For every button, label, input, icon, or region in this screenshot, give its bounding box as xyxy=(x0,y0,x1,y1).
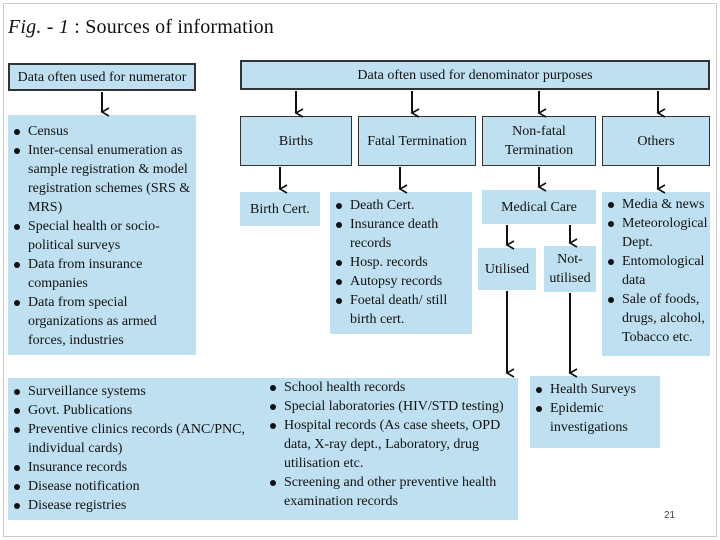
births-box: Births xyxy=(240,116,352,166)
list-item: Data from special organizations as armed… xyxy=(12,293,192,350)
list-item: Foetal death/ still birth cert. xyxy=(334,291,468,329)
list-item: Epidemic investigations xyxy=(534,399,656,437)
list-item: Media & news xyxy=(606,195,708,214)
nonfatal-termination-label: Non-fatal Termination xyxy=(504,124,574,158)
list-item: Entomological data xyxy=(606,252,708,290)
list-item: Inter-censal enumeration as sample regis… xyxy=(12,141,192,217)
list-item: Special laboratories (HIV/STD testing) xyxy=(268,397,512,416)
bottom-right-list: Health Surveys Epidemic investigations xyxy=(530,376,660,448)
numerator-header: Data often used for numerator xyxy=(8,63,196,91)
list-item: Disease registries xyxy=(12,496,256,515)
birth-cert-box: Birth Cert. xyxy=(240,192,320,226)
denominator-header-label: Data often used for denominator purposes xyxy=(357,67,593,83)
list-item: Govt. Publications xyxy=(12,401,256,420)
fatal-records-list: Death Cert. Insurance death records Hosp… xyxy=(330,192,472,334)
bottom-left-list: Surveillance systems Govt. Publications … xyxy=(8,378,260,520)
list-item: Insurance death records xyxy=(334,215,468,253)
birth-cert-label: Birth Cert. xyxy=(250,201,310,217)
denominator-header: Data often used for denominator purposes xyxy=(240,60,710,90)
list-item: Hosp. records xyxy=(334,253,468,272)
list-item: Data from insurance companies xyxy=(12,255,192,293)
others-label: Others xyxy=(637,133,675,149)
list-item: Disease notification xyxy=(12,477,256,496)
others-list: Media & news Meteorological Dept. Entomo… xyxy=(602,192,710,356)
figure-title: Fig. - 1 : Sources of information xyxy=(8,16,274,39)
list-item: Census xyxy=(12,122,192,141)
list-item: Hospital records (As case sheets, OPD da… xyxy=(268,416,512,473)
list-item: Preventive clinics records (ANC/PNC, ind… xyxy=(12,420,256,458)
numerator-header-label: Data often used for numerator xyxy=(17,69,187,85)
figure-caption: : Sources of information xyxy=(74,16,275,38)
nonfatal-termination-box: Non-fatal Termination xyxy=(482,116,596,166)
list-item: Health Surveys xyxy=(534,380,656,399)
list-item: Screening and other preventive health ex… xyxy=(268,473,512,511)
numerator-list: Census Inter-censal enumeration as sampl… xyxy=(8,115,196,355)
figure-number: Fig. - 1 xyxy=(8,16,70,38)
slide-frame xyxy=(3,3,717,537)
medical-care-label: Medical Care xyxy=(501,199,577,215)
bottom-middle-list: School health records Special laboratori… xyxy=(260,378,518,520)
list-item: School health records xyxy=(268,378,512,397)
fatal-termination-label: Fatal Termination xyxy=(367,133,467,149)
list-item: Special health or socio-political survey… xyxy=(12,217,192,255)
medical-care-box: Medical Care xyxy=(482,190,596,224)
list-item: Autopsy records xyxy=(334,272,468,291)
not-utilised-box: Not-utilised xyxy=(544,246,596,292)
births-label: Births xyxy=(278,133,314,149)
others-box: Others xyxy=(602,116,710,166)
utilised-box: Utilised xyxy=(478,248,536,290)
list-item: Meteorological Dept. xyxy=(606,214,708,252)
utilised-label: Utilised xyxy=(484,261,530,277)
list-item: Death Cert. xyxy=(334,196,468,215)
page-number: 21 xyxy=(664,510,676,521)
list-item: Sale of foods, drugs, alcohol, Tobacco e… xyxy=(606,290,708,347)
not-utilised-label: Not-utilised xyxy=(549,252,591,286)
list-item: Insurance records xyxy=(12,458,256,477)
list-item: Surveillance systems xyxy=(12,382,256,401)
